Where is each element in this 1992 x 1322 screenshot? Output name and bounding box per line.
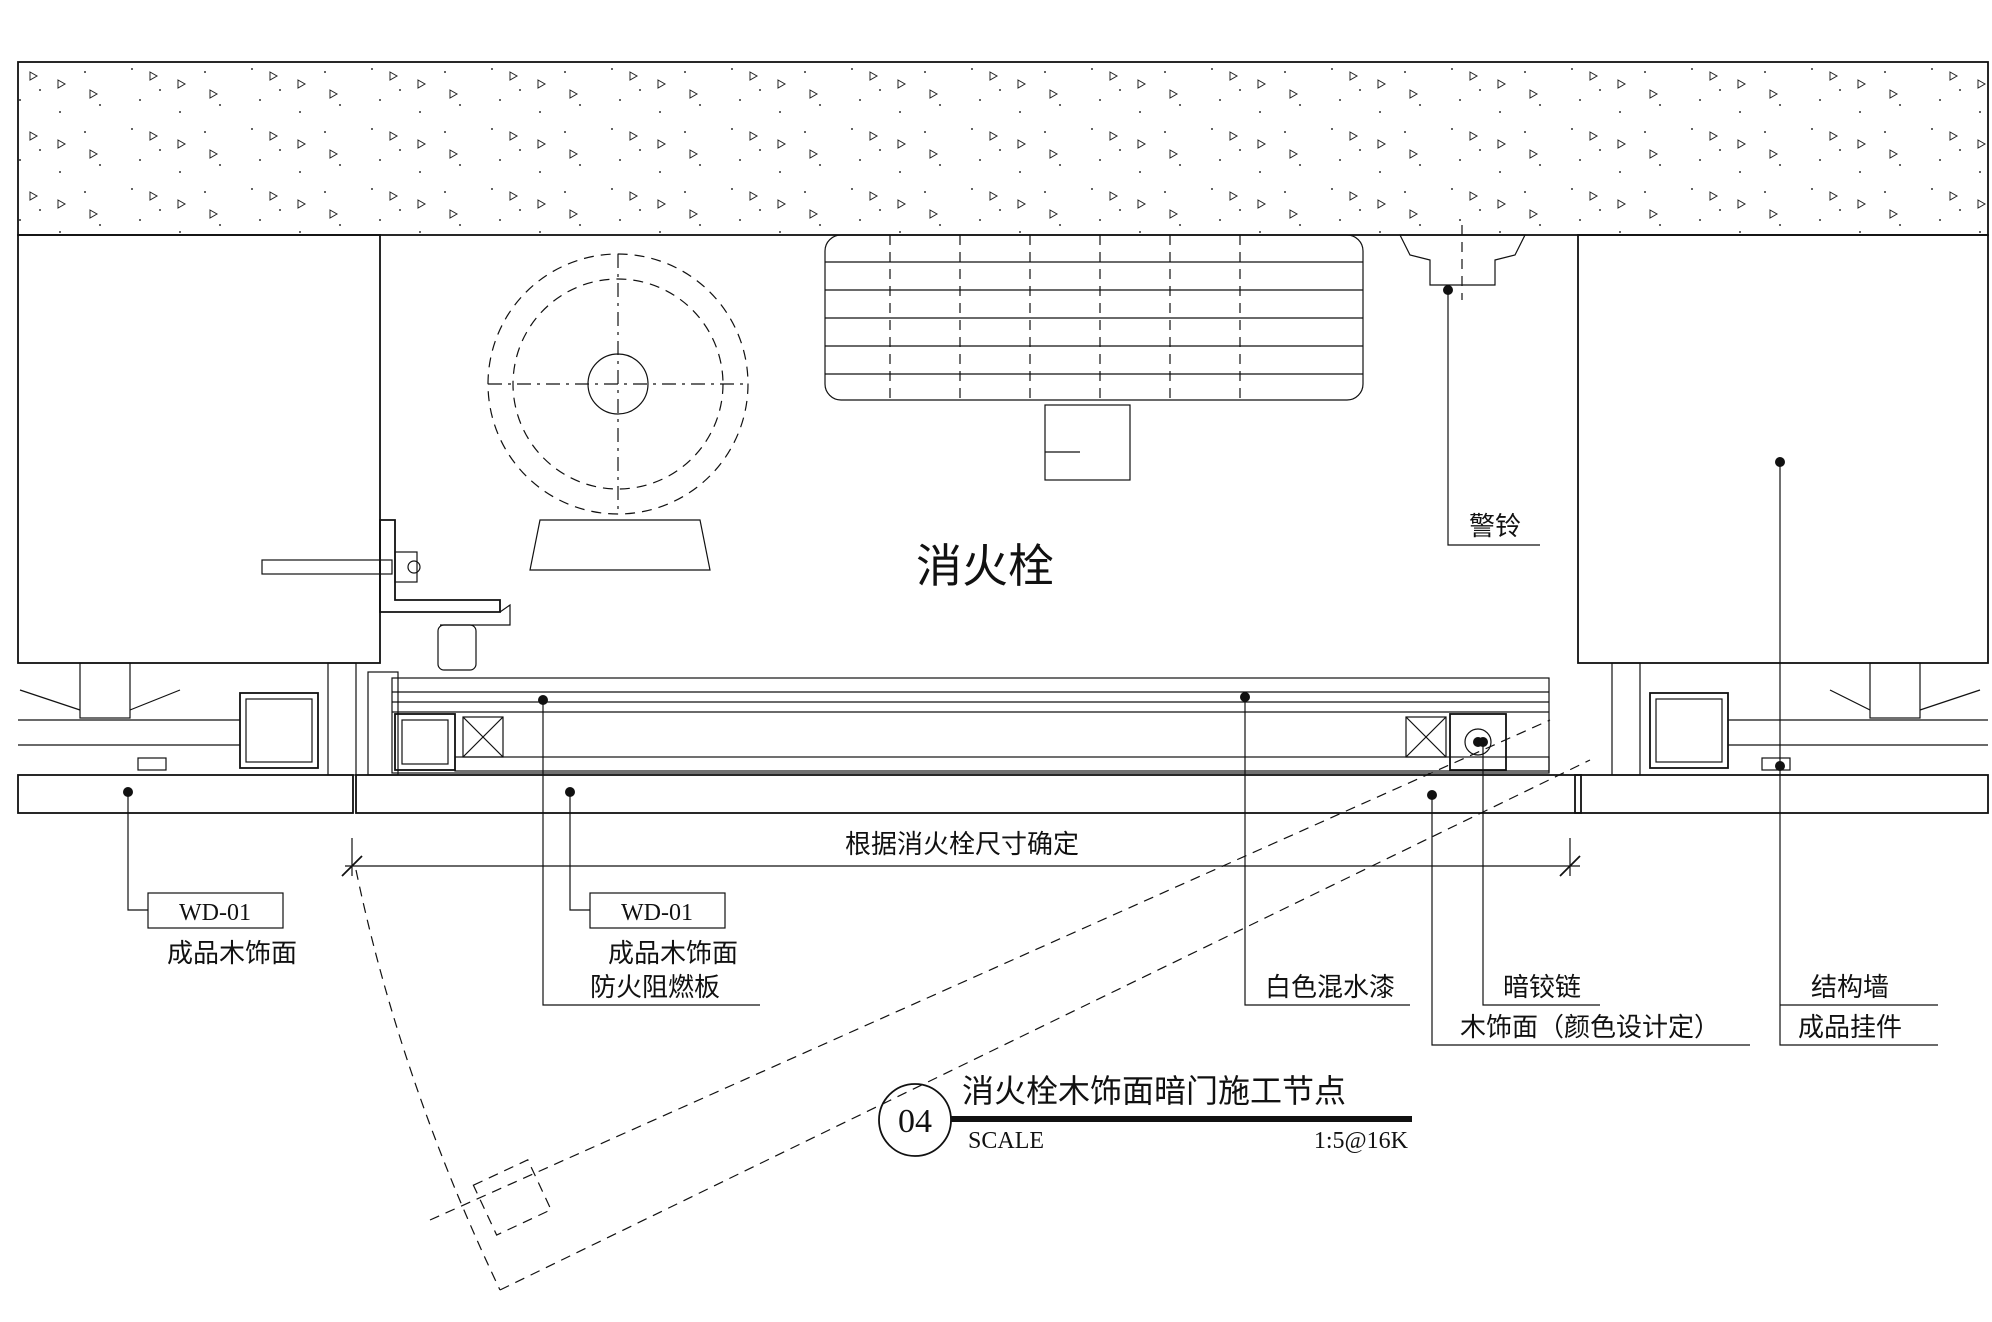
alarm-bell [1399,225,1540,546]
left-code: WD-01 [179,900,251,926]
dimension-text: 根据消火栓尺寸确定 [845,830,1079,860]
hanger-label: 成品挂件 [1798,1013,1902,1043]
angle-bracket [261,519,511,671]
title-block [878,1083,1412,1157]
mid-code-box [589,892,726,929]
left-finish-label: 成品木饰面 [167,939,297,969]
scale-value: 1:5@16K [1314,1128,1409,1154]
right-structural-wall [1577,234,1989,664]
detail-title: 消火栓木饰面暗门施工节点 [962,1072,1346,1110]
left-structural-wall [17,234,381,664]
hydrant-label: 消火栓 [916,539,1054,593]
right-finish-detail [1574,662,1989,814]
door-swing-arc [355,719,1591,1291]
detail-number: 04 [898,1103,932,1140]
hydrant-reel [487,253,749,571]
alarm-label: 警铃 [1469,512,1521,542]
left-code-box [147,892,284,929]
wall-label: 结构墙 [1811,973,1889,1003]
wood-face-label: 木饰面（颜色设计定） [1460,1013,1720,1043]
left-finish-detail [17,662,357,814]
concrete-slab [17,61,1989,236]
scale-label: SCALE [968,1128,1044,1154]
leader-lines [123,457,1938,1046]
paint-label: 白色混水漆 [1265,973,1395,1003]
hinge-label: 暗铰链 [1503,973,1581,1003]
hidden-door-panel [355,671,1582,814]
hose-rack [824,234,1364,481]
fire-board-label: 防火阻燃板 [590,973,720,1003]
mid-finish-label: 成品木饰面 [608,939,738,969]
mid-code: WD-01 [621,900,693,926]
dimension-line [341,838,1581,877]
